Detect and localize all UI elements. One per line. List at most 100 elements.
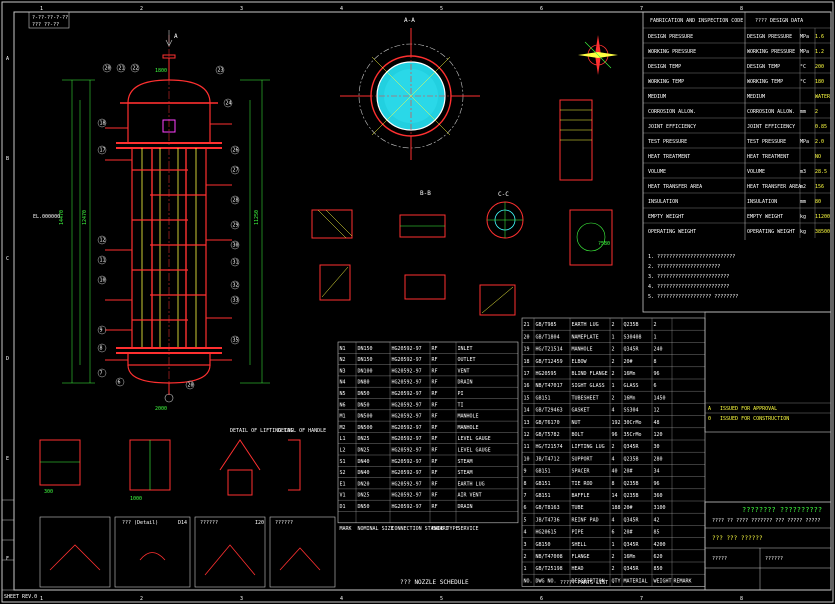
balloon-number: 31 [233, 260, 239, 266]
parts-cell: BOLT [572, 432, 584, 438]
parts-cell: 16Mn [624, 371, 636, 377]
parts-cell: 30CrMo [624, 420, 642, 426]
parts-cell: 3100 [654, 505, 666, 511]
nozzle-cell: L1 [340, 436, 346, 442]
section-c-title: C-C [498, 191, 509, 198]
parts-cell: GB/T25198 [536, 566, 563, 572]
parts-list-title: ????? PARTS LIST [560, 580, 608, 586]
nozzle-cell: AIR VENT [458, 493, 482, 499]
nozzle-cell: DN150 [358, 357, 373, 363]
fabrication-param: OPERATING WEIGHT [648, 229, 696, 235]
title-block [704, 501, 832, 591]
grid-number: 5 [440, 6, 443, 12]
balloon [215, 65, 225, 75]
nozzle-cell: N6 [340, 402, 346, 408]
nozzle-cell: EARTH LUG [458, 481, 485, 487]
tube-bundle [141, 148, 197, 348]
design-param: JOINT EFFICIENCY [747, 124, 795, 130]
balloon-number: 29 [233, 223, 239, 229]
balloon [230, 295, 240, 305]
grid-number: 1 [40, 6, 43, 12]
parts-cell: HG/T21574 [536, 444, 563, 450]
grid-number: 6 [540, 596, 543, 602]
arrow-a-label: A [174, 33, 178, 40]
parts-cell: HG20595 [536, 371, 557, 377]
parts-cell: 4 [612, 456, 615, 462]
nozzle-cell: DN500 [358, 425, 373, 431]
design-value: 80 [815, 199, 821, 205]
balloon-number: 20 [105, 66, 111, 72]
parts-cell: S30408 [624, 334, 642, 340]
nozzle-cell: DN25 [358, 436, 370, 442]
nozzle-schedule-title: ??? NOZZLE SCHEDULE [400, 579, 469, 586]
section-b-title: B-B [420, 190, 431, 197]
parts-cell: 2 [524, 554, 527, 560]
parts-cell: NB/T47017 [536, 383, 563, 389]
design-unit: °C [800, 79, 806, 85]
box-label-1: ??? (Detail) [122, 520, 158, 526]
parts-cell: Q345R [624, 347, 640, 353]
balloon [185, 380, 195, 390]
fabrication-param: HEAT TREATMENT [648, 154, 690, 160]
parts-cell: 2 [612, 371, 615, 377]
section-a-view: A-A [340, 17, 480, 160]
box-label-4: I20 [255, 520, 264, 526]
parts-cell: 192 [612, 420, 621, 426]
parts-cell: ELBOW [572, 359, 588, 365]
parts-cell: 42 [654, 517, 660, 523]
design-param: VOLUME [747, 169, 765, 175]
parts-cell: 8 [654, 359, 657, 365]
section-b-view: B-B [311, 190, 446, 239]
nozzle-cell: DN50 [358, 391, 370, 397]
balloon [230, 257, 240, 267]
dim-right-height: 11250 [254, 210, 260, 225]
nozzle-cell: HG20592-97 [392, 459, 422, 465]
dim-300: 300 [44, 489, 53, 495]
parts-cell: 10 [524, 456, 530, 462]
parts-cell: MANHOLE [572, 347, 593, 353]
fabrication-title: FABRICATION AND INSPECTION CODE [650, 18, 743, 24]
nozzle-cell: HG20592-97 [392, 493, 422, 499]
grid-letter: C [6, 256, 9, 262]
nozzle-cell: LEVEL GAUGE [458, 448, 491, 454]
fabrication-param: WORKING PRESSURE [648, 49, 696, 55]
parts-cell: 15 [524, 395, 530, 401]
nozzle-cell: DN80 [358, 380, 370, 386]
parts-header: NO. [524, 578, 533, 584]
fabrication-param: WORKING TEMP [648, 79, 684, 85]
nozzle-cell: DN20 [358, 481, 370, 487]
parts-cell: GB151 [536, 395, 551, 401]
box-label-2: D14 [178, 520, 187, 526]
drawing-title: ??? ??? ?????? [712, 535, 763, 542]
balloon-number: 27 [233, 168, 239, 174]
revision-desc: ISSUED FOR CONSTRUCTION [720, 416, 789, 422]
balloon-number: 9 [100, 328, 103, 334]
design-value: 2 [815, 109, 818, 115]
balloon-number: 6 [118, 380, 121, 386]
parts-cell: PIPE [572, 530, 584, 536]
stamp-text: ?-??-??-?-?? [32, 15, 68, 21]
nozzle-cell: HG20592-97 [392, 504, 422, 510]
stamp-box [28, 11, 70, 29]
handle-title: DETAIL OF HANDLE [278, 428, 326, 434]
grid-number: 7 [640, 6, 643, 12]
nozzle-cell: HG20592-97 [392, 436, 422, 442]
revision-desc: ISSUED FOR APPROVAL [720, 406, 777, 412]
north-compass [578, 35, 618, 75]
left-nozzles [105, 127, 132, 361]
parts-cell: 21 [524, 322, 530, 328]
design-unit: m3 [800, 169, 806, 175]
parts-cell: 360 [654, 493, 663, 499]
nozzle-header: CONNECTION STANDARD [392, 526, 449, 532]
design-value: 180 [815, 79, 824, 85]
parts-cell: NB/T47008 [536, 554, 563, 560]
grid-letter: D [6, 356, 9, 362]
design-value: 28.5 [815, 169, 827, 175]
nozzle-cell: D1 [340, 504, 346, 510]
parts-cell: 13 [524, 420, 530, 426]
parts-cell: LIFTING LUG [572, 444, 605, 450]
section-a-title: A-A [404, 17, 415, 24]
parts-cell: 120 [654, 432, 663, 438]
